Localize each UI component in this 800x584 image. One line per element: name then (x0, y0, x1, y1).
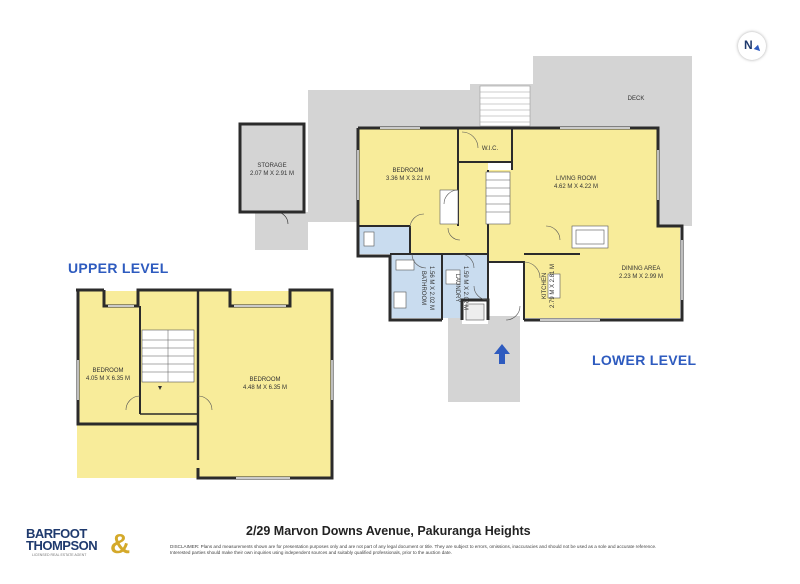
living-dims: 4.62 M X 4.22 M (554, 184, 598, 190)
bedroom-upper-left-fill (77, 291, 198, 478)
laundry-dims: 1.59 M X 2.02 M (462, 266, 468, 310)
dining-label: DINING AREA (622, 266, 661, 272)
brand-line-2: THOMPSON (26, 538, 98, 553)
brand-logo: BARFOOT THOMPSON & LICENSED REAL ESTATE … (26, 526, 146, 566)
deck-stairs (479, 85, 531, 127)
deck-area (533, 56, 692, 226)
bedroom-lower-label: BEDROOM (392, 168, 423, 174)
bedroom-upper-left-label: BEDROOM (92, 368, 123, 374)
wic-label: W.I.C. (482, 146, 499, 152)
windows-upper (77, 305, 333, 479)
bedroom-lower-dims: 3.36 M X 3.21 M (386, 176, 430, 182)
hall-fill-2 (458, 161, 488, 226)
bedroom-upper-left-dims: 4.05 M X 6.35 M (86, 376, 130, 382)
storage-dims: 2.07 M X 2.91 M (250, 171, 294, 177)
dining-dims: 2.23 M X 2.99 M (619, 274, 663, 280)
lower-level-heading: LOWER LEVEL (592, 352, 697, 368)
door-swings-upper (125, 395, 213, 411)
upper-level-rooms (77, 291, 332, 478)
side-path (255, 90, 470, 250)
wic-fill (458, 129, 512, 161)
brand-ampersand: & (110, 528, 131, 559)
brand-tagline: LICENSED REAL ESTATE AGENT (32, 553, 87, 557)
disclaimer-text: DISCLAIMER: Plans and measurements shown… (170, 544, 657, 555)
storage-room (238, 122, 306, 225)
entry-arrow-icon (494, 344, 510, 364)
bedroom-upper-right-fill (198, 291, 332, 478)
upper-level-stair-treads (142, 330, 194, 382)
bedroom-upper-right-label: BEDROOM (249, 377, 280, 383)
kitchen-dims: 2.79 M X 2.81 M (550, 264, 556, 308)
north-label: N (744, 38, 753, 52)
storage-label: STORAGE (257, 163, 286, 169)
laundry-label: LAUNDRY (454, 274, 460, 303)
living-fill (488, 129, 680, 318)
lower-level-fixtures (363, 171, 609, 321)
hall-fill (410, 226, 488, 254)
windows-lower (357, 127, 683, 321)
brand-line-1: BARFOOT (26, 526, 87, 541)
bedroom-upper-right-dims: 4.48 M X 6.35 M (243, 385, 287, 391)
door-swings-lower (409, 131, 561, 321)
stair-arrow-icon (158, 386, 162, 390)
bathroom-label: BATHROOM (420, 271, 426, 305)
room-labels: DECK STORAGE 2.07 M X 2.91 M BEDROOM 3.3… (86, 96, 663, 391)
side-path-lower (255, 212, 308, 250)
living-label: LIVING ROOM (556, 176, 596, 182)
north-arrow-icon (753, 44, 763, 54)
front-path (448, 316, 520, 402)
north-compass: N (738, 32, 766, 60)
deck-label: DECK (628, 96, 645, 102)
property-address: 2/29 Marvon Downs Avenue, Pakuranga Heig… (246, 524, 531, 538)
kitchen-label: KITCHEN (542, 273, 548, 299)
upper-level-heading: UPPER LEVEL (68, 260, 169, 276)
bathroom-dims: 1.56 M X 2.02 M (428, 266, 434, 310)
